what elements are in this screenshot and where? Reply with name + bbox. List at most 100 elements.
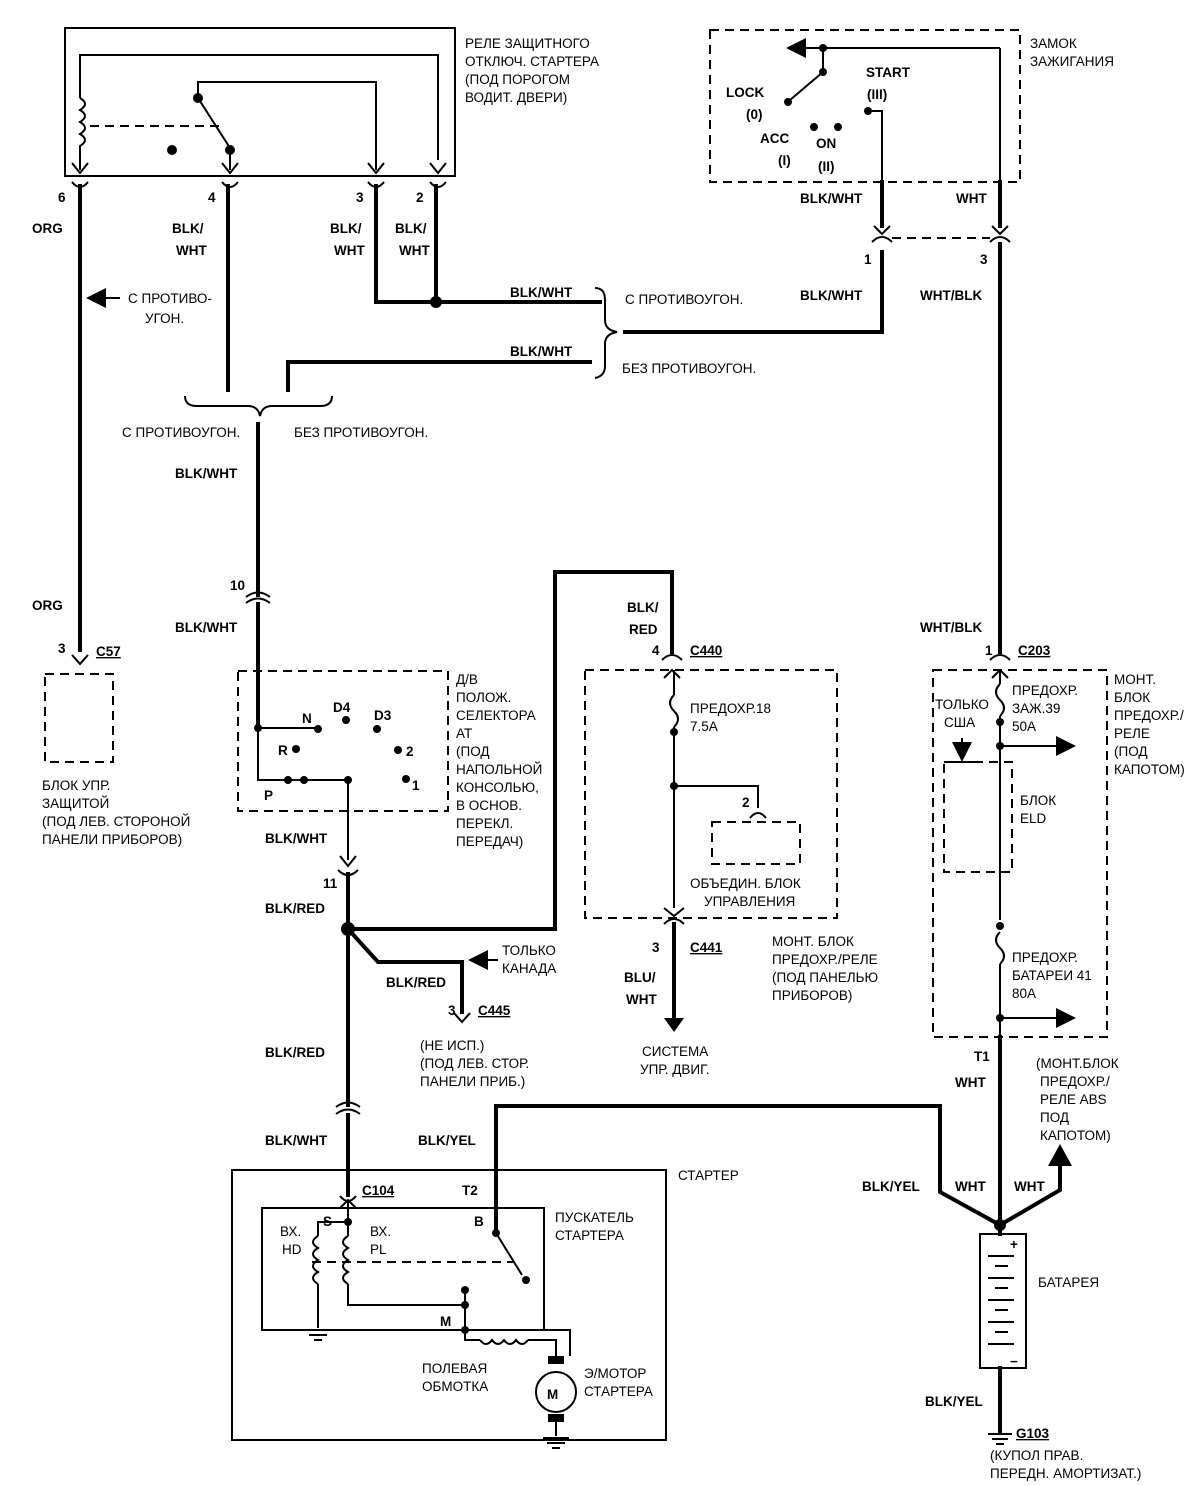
wire-label-blu-wht: BLU/ bbox=[624, 970, 656, 985]
hood-fuse-relay-box bbox=[932, 668, 1108, 1038]
abs-box-label-line: (МОНТ.БЛОК bbox=[1036, 1056, 1119, 1071]
hood-box-label-line: КАПОТОМ) bbox=[1114, 762, 1185, 777]
immobilizer-label: БЛОК УПР. ЗАЩИТОЙ (ПОД ЛЕВ. СТОРОНОЙ ПАН… bbox=[42, 778, 190, 847]
pull-in-coil-label: PL bbox=[370, 1242, 387, 1257]
wire-blk-red-to-c440 bbox=[346, 570, 674, 931]
fuse-41-label: 80A bbox=[1012, 986, 1036, 1001]
solenoid-label: ПУСКАТЕЛЬ bbox=[555, 1210, 634, 1225]
wire-label-blk-wht: BLK/WHT bbox=[800, 191, 863, 206]
note-with-immobilizer: УГОН. bbox=[145, 311, 184, 326]
position-n: N bbox=[302, 711, 312, 726]
starter-motor-label: Э/МОТОР bbox=[584, 1366, 646, 1381]
fuse-18-label: 7.5A bbox=[690, 719, 718, 734]
ignition-lock: (0) bbox=[746, 107, 763, 122]
fuse-41-label: БАТАРЕИ 41 bbox=[1012, 968, 1092, 983]
wire-label-blk-wht: BLK/WHT bbox=[265, 1133, 328, 1148]
hood-box-label-line: РЕЛЕ bbox=[1114, 726, 1150, 741]
relay-label-line: РЕЛЕ ЗАЩИТНОГО bbox=[465, 36, 590, 51]
ignition-on: (II) bbox=[818, 159, 835, 174]
abs-box-label-line: ПОД bbox=[1040, 1110, 1069, 1125]
wire-label-blk-yel: BLK/YEL bbox=[925, 1394, 983, 1409]
note-with-immobilizer: С ПРОТИВОУГОН. bbox=[122, 425, 240, 440]
ignition-lock: LOCK bbox=[726, 85, 764, 100]
ground-icon bbox=[543, 1437, 569, 1449]
motor-symbol: M bbox=[547, 1387, 558, 1402]
abs-box-label-line: КАПОТОМ) bbox=[1040, 1128, 1111, 1143]
usa-only-label: ТОЛЬКО bbox=[935, 697, 989, 712]
ignition-pin-3: 3 bbox=[980, 252, 988, 267]
ground-label: (КУПОЛ ПРАВ. bbox=[990, 1448, 1083, 1463]
solenoid-label: СТАРТЕРА bbox=[555, 1228, 624, 1243]
dash-box-label-line: ПРЕДОХР./РЕЛЕ bbox=[772, 952, 878, 967]
position-1: 1 bbox=[412, 778, 420, 793]
eld-label: ELD bbox=[1020, 811, 1047, 826]
connector-c445: C445 bbox=[478, 1003, 511, 1018]
connector-c104: C104 bbox=[362, 1183, 395, 1198]
canada-note-line: (ПОД ЛЕВ. СТОР. bbox=[420, 1056, 529, 1071]
immobilizer-pin-3: 3 bbox=[58, 641, 66, 656]
pcm-label: УПРАВЛЕНИЯ bbox=[704, 894, 795, 909]
position-d3: D3 bbox=[374, 708, 392, 723]
wire-blk-yel-t2 bbox=[494, 1104, 1003, 1228]
wire-label-blk-wht: WHT bbox=[334, 243, 365, 258]
selector-label-line: СЕЛЕКТОРА bbox=[456, 708, 536, 723]
wire-label-blk-wht: BLK/ bbox=[330, 221, 362, 236]
connector-c441: C441 bbox=[690, 940, 723, 955]
fuse-39-label: ПРЕДОХР. bbox=[1012, 683, 1078, 698]
relay-pin-4: 4 bbox=[208, 190, 216, 205]
fuse-41-label: ПРЕДОХР. bbox=[1012, 950, 1078, 965]
wire-label-wht: WHT bbox=[956, 191, 987, 206]
hold-in-coil-label: HD bbox=[282, 1242, 302, 1257]
position-p: P bbox=[264, 788, 273, 803]
wire-label-org: ORG bbox=[32, 221, 63, 236]
selector-label-line: ПЕРЕДАЧ) bbox=[456, 834, 523, 849]
terminal-b: B bbox=[474, 1214, 484, 1229]
selector-label-line: В ОСНОВ. bbox=[456, 798, 522, 813]
relay-label: РЕЛЕ ЗАЩИТНОГО ОТКЛЮЧ. СТАРТЕРА (ПОД ПОР… bbox=[465, 36, 599, 105]
canada-note: (НЕ ИСП.) (ПОД ЛЕВ. СТОР. ПАНЕЛИ ПРИБ.) bbox=[420, 1038, 529, 1089]
terminal-m: M bbox=[440, 1314, 451, 1329]
terminal-t1: T1 bbox=[974, 1049, 990, 1064]
note-without-immobilizer: БЕЗ ПРОТИВОУГОН. bbox=[622, 361, 756, 376]
starter bbox=[231, 1169, 667, 1441]
dash-box-pin-4: 4 bbox=[652, 643, 660, 658]
relay-label-line: ВОДИТ. ДВЕРИ) bbox=[465, 90, 567, 105]
wire-label-wht-blk: WHT/BLK bbox=[920, 620, 982, 635]
ground-label: ПЕРЕДН. АМОРТИЗАТ.) bbox=[990, 1466, 1141, 1481]
starter-motor-label: СТАРТЕРА bbox=[584, 1384, 653, 1399]
canada-pin-3: 3 bbox=[448, 1003, 456, 1018]
dash-box-pin-3: 3 bbox=[652, 940, 660, 955]
wire-label-wht: WHT bbox=[955, 1075, 986, 1090]
connector-c57: C57 bbox=[96, 644, 121, 659]
wire-label-blk-wht: BLK/WHT bbox=[175, 466, 238, 481]
eld-label: БЛОК bbox=[1020, 793, 1056, 808]
wire-label-blk-wht: BLK/WHT bbox=[175, 620, 238, 635]
wire-label-blk-wht: BLK/WHT bbox=[510, 344, 573, 359]
immobilizer-control-unit bbox=[44, 654, 114, 763]
engine-control-label: СИСТЕМА bbox=[642, 1044, 708, 1059]
ignition-acc: ACC bbox=[760, 131, 789, 146]
dash-box-label-line: МОНТ. БЛОК bbox=[772, 934, 854, 949]
wire-blk-wht-ignition-1 bbox=[623, 250, 884, 334]
relay-pin-3: 3 bbox=[356, 190, 364, 205]
hold-in-coil-label: ВХ. bbox=[280, 1224, 301, 1239]
fuse-39-label: 50A bbox=[1012, 719, 1036, 734]
wire-label-org: ORG bbox=[32, 598, 63, 613]
dash-box-label-line: ПРИБОРОВ) bbox=[772, 988, 852, 1003]
ignition-switch bbox=[709, 29, 1021, 183]
selector-label-line: ПОЛОЖ. bbox=[456, 690, 511, 705]
wire-label-blk-wht: BLK/WHT bbox=[800, 288, 863, 303]
position-2: 2 bbox=[406, 744, 414, 759]
wire-label-blk-wht: BLK/WHT bbox=[265, 831, 328, 846]
ground-icon bbox=[305, 1329, 331, 1341]
wire-label-blk-wht: BLK/ bbox=[395, 221, 427, 236]
fuse-18-label: ПРЕДОХР.18 bbox=[690, 701, 771, 716]
wire-label-blk-wht: BLK/ bbox=[172, 221, 204, 236]
hood-box-label: МОНТ. БЛОК ПРЕДОХР./ РЕЛЕ (ПОД КАПОТОМ) bbox=[1114, 672, 1185, 777]
wire-label-blk-red: BLK/RED bbox=[386, 975, 446, 990]
connector-c440: C440 bbox=[690, 643, 722, 658]
immobilizer-label-line: (ПОД ЛЕВ. СТОРОНОЙ bbox=[42, 814, 190, 829]
wire-label-blk-wht: WHT bbox=[176, 243, 207, 258]
wire-label-blk-yel: BLK/YEL bbox=[862, 1179, 920, 1194]
immobilizer-label-line: ПАНЕЛИ ПРИБОРОВ) bbox=[42, 832, 182, 847]
